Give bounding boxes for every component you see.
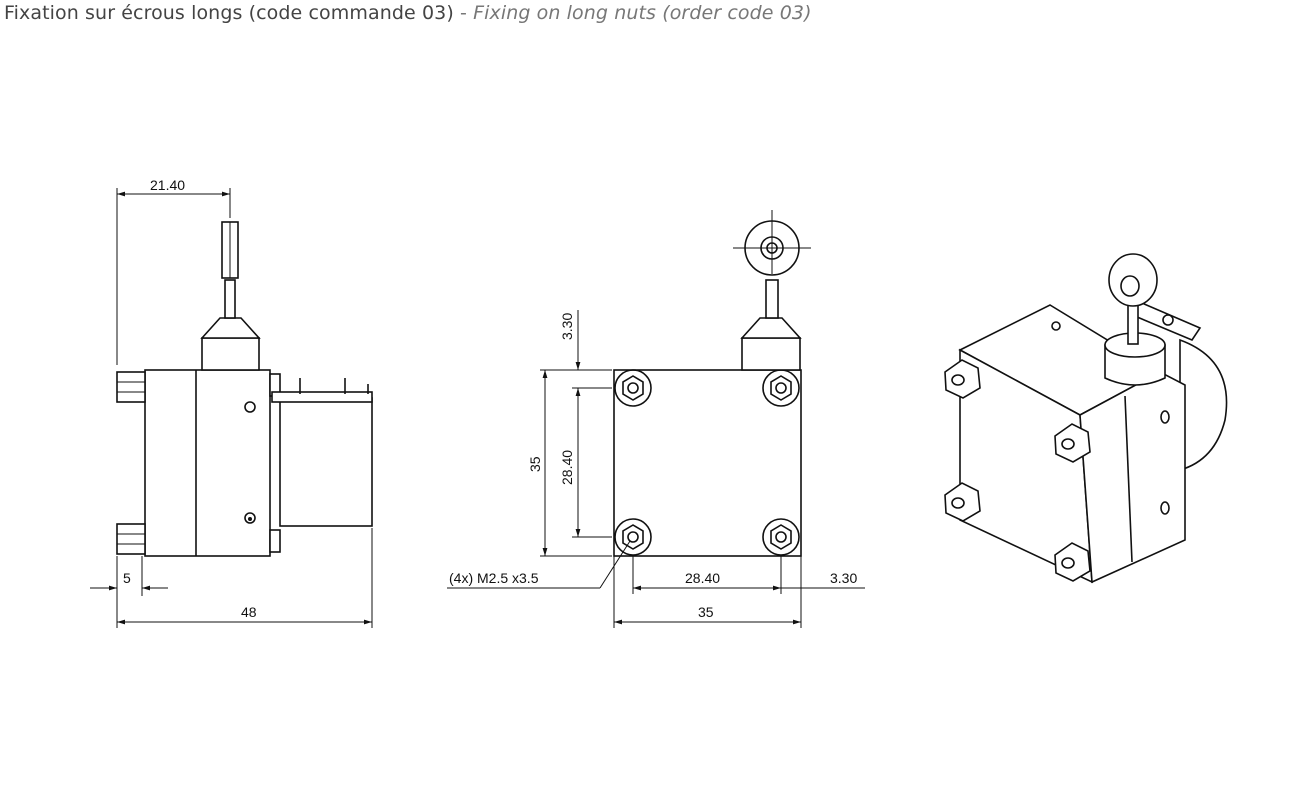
- dim-3-30-horizontal: 3.30: [830, 570, 857, 586]
- dim-5: 5: [123, 570, 131, 586]
- page-title: Fixation sur écrous longs (code commande…: [4, 2, 812, 24]
- side-nut-bottom: [116, 523, 146, 555]
- holes-note: (4x) M2.5 x3.5: [449, 570, 539, 586]
- dim-3-30-vertical: 3.30: [559, 313, 575, 340]
- iso-view: [944, 253, 1228, 584]
- iso-pulley: [1108, 253, 1158, 307]
- dim-35-horizontal: 35: [698, 604, 714, 620]
- dim-21-40: 21.40: [150, 177, 185, 193]
- iso-nuts: [944, 359, 1091, 582]
- side-body: [144, 369, 271, 557]
- dim-28-40-vertical: 28.40: [559, 450, 575, 485]
- front-body: [613, 369, 802, 557]
- side-view: 21.40 5 48: [90, 177, 373, 628]
- dim-48: 48: [241, 604, 257, 620]
- side-nut-top: [116, 371, 146, 403]
- dim-35-vertical: 35: [527, 456, 543, 472]
- title-french: Fixation sur écrous longs (code commande…: [4, 2, 454, 24]
- dim-28-40-horizontal: 28.40: [685, 570, 720, 586]
- title-separator: -: [459, 2, 467, 24]
- title-english: Fixing on long nuts (order code 03): [473, 2, 812, 24]
- side-housing: [279, 397, 373, 527]
- front-view: 35 28.40 3.30 28.40 35 3.30 (4x) M2.5 x3…: [447, 210, 865, 628]
